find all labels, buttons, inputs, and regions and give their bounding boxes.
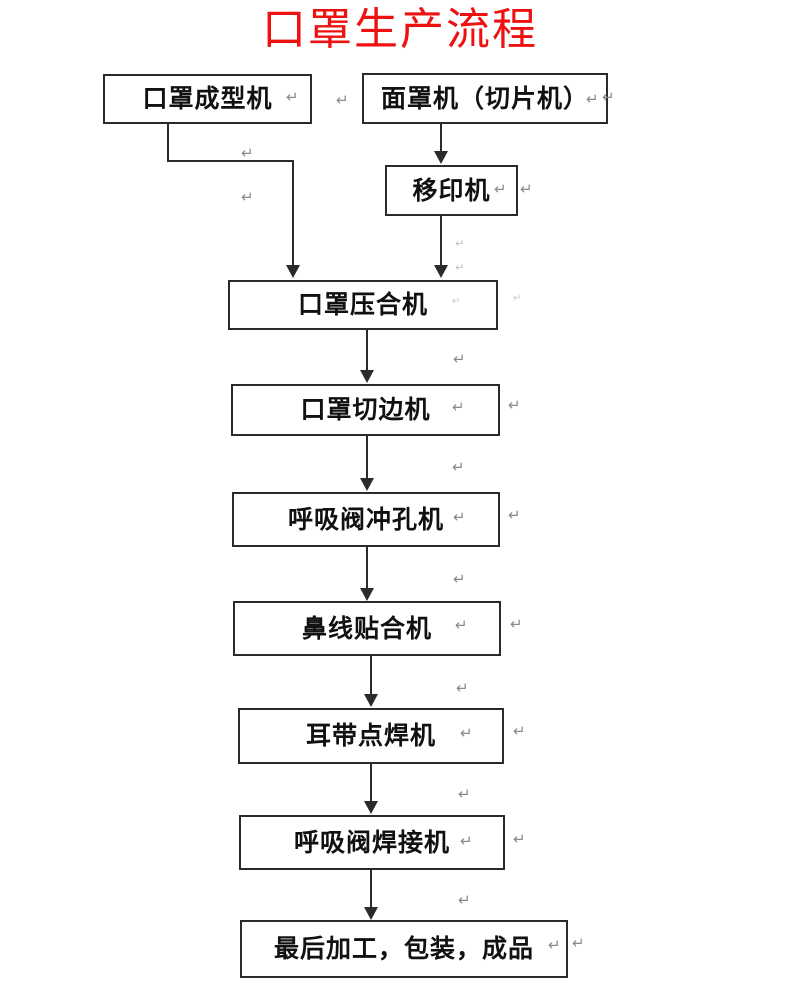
return-mark-icon: ↵ xyxy=(508,396,521,414)
edge-n5-n6-arrowhead xyxy=(360,478,374,491)
node-label: 鼻线贴合机 xyxy=(301,613,432,643)
edge-n3-n4-arrowhead xyxy=(434,265,448,278)
return-mark-icon: ↵ xyxy=(452,398,465,416)
node-label: 面罩机（切片机） xyxy=(380,83,589,113)
node-label: 移印机 xyxy=(412,175,491,205)
return-mark-icon: ↵ xyxy=(508,506,521,524)
node-label: 口罩切边机 xyxy=(300,395,431,424)
edge-n6-n7-arrowhead xyxy=(360,588,374,601)
node-pad-printing-machine[interactable]: 移印机 xyxy=(385,165,518,216)
edge-n1-n4-segment-down2 xyxy=(292,160,294,267)
return-mark-icon: ↵ xyxy=(453,508,466,526)
page-title: 口罩生产流程 xyxy=(262,4,538,55)
return-mark-icon: ↵ xyxy=(548,936,561,954)
return-mark-icon: ↵ xyxy=(452,458,465,476)
edge-n8-n9-arrowhead xyxy=(364,801,378,814)
node-valve-punching-machine[interactable]: 呼吸阀冲孔机 xyxy=(232,492,500,547)
edge-n4-n5-arrowhead xyxy=(360,370,374,383)
node-nose-wire-bonding-machine[interactable]: 鼻线贴合机 xyxy=(233,601,501,656)
return-mark-icon: ↵ xyxy=(460,724,473,742)
return-mark-icon: ↵ xyxy=(336,91,349,109)
return-mark-icon: ↵ xyxy=(510,615,523,633)
return-mark-icon: ↵ xyxy=(453,350,466,368)
return-mark-icon: ↵ xyxy=(494,180,507,198)
return-mark-icon: ↵ xyxy=(452,296,461,307)
node-final-processing-packaging-finished-product[interactable]: 最后加工，包装，成品 xyxy=(240,920,568,978)
return-mark-icon: ↵ xyxy=(241,188,254,206)
edge-n9-n10-arrowhead xyxy=(364,907,378,920)
node-label: 呼吸阀焊接机 xyxy=(293,827,450,857)
return-mark-icon: ↵ xyxy=(286,88,299,106)
return-mark-icon: ↵ xyxy=(513,830,526,848)
return-mark-icon: ↵ xyxy=(241,144,254,162)
node-mask-pressing-machine[interactable]: 口罩压合机 xyxy=(228,280,498,330)
return-mark-icon: ↵ xyxy=(455,261,465,274)
edge-n4-n5-segment xyxy=(366,330,368,372)
node-label: 呼吸阀冲孔机 xyxy=(287,504,444,534)
return-mark-icon: ↵ xyxy=(513,293,522,304)
return-mark-icon: ↵ xyxy=(456,679,469,697)
return-mark-icon: ↵ xyxy=(602,88,615,106)
return-mark-icon: ↵ xyxy=(460,832,473,850)
return-mark-icon: ↵ xyxy=(513,722,526,740)
edge-n5-n6-segment xyxy=(366,436,368,480)
return-mark-icon: ↵ xyxy=(455,237,465,250)
return-mark-icon: ↵ xyxy=(453,570,466,588)
return-mark-icon: ↵ xyxy=(586,90,599,108)
edge-n1-n4-segment-right xyxy=(167,160,294,162)
return-mark-icon: ↵ xyxy=(572,934,585,952)
edge-n2-n3-segment xyxy=(440,124,442,153)
edge-n9-n10-segment xyxy=(370,870,372,909)
return-mark-icon: ↵ xyxy=(520,180,533,198)
node-mask-forming-machine[interactable]: 口罩成型机 xyxy=(103,74,312,124)
return-mark-icon: ↵ xyxy=(455,616,468,634)
node-face-mask-slicing-machine[interactable]: 面罩机（切片机） xyxy=(362,73,608,124)
edge-n7-n8-arrowhead xyxy=(364,694,378,707)
edge-n3-n4-segment xyxy=(440,216,442,267)
node-label: 口罩成型机 xyxy=(142,84,273,113)
edge-n7-n8-segment xyxy=(370,656,372,696)
node-label: 最后加工，包装，成品 xyxy=(273,934,534,963)
return-mark-icon: ↵ xyxy=(458,785,471,803)
node-label: 耳带点焊机 xyxy=(305,721,436,750)
node-ear-loop-spot-welding-machine[interactable]: 耳带点焊机 xyxy=(238,708,504,764)
edge-n1-n4-segment-down1 xyxy=(167,124,169,162)
node-valve-welding-machine[interactable]: 呼吸阀焊接机 xyxy=(239,815,505,870)
return-mark-icon: ↵ xyxy=(458,891,471,909)
edge-n8-n9-segment xyxy=(370,764,372,803)
node-label: 口罩压合机 xyxy=(297,290,428,319)
node-mask-edge-cutting-machine[interactable]: 口罩切边机 xyxy=(231,384,500,436)
edge-n2-n3-arrowhead xyxy=(434,151,448,164)
edge-n1-n4-arrowhead xyxy=(286,265,300,278)
edge-n6-n7-segment xyxy=(366,547,368,590)
